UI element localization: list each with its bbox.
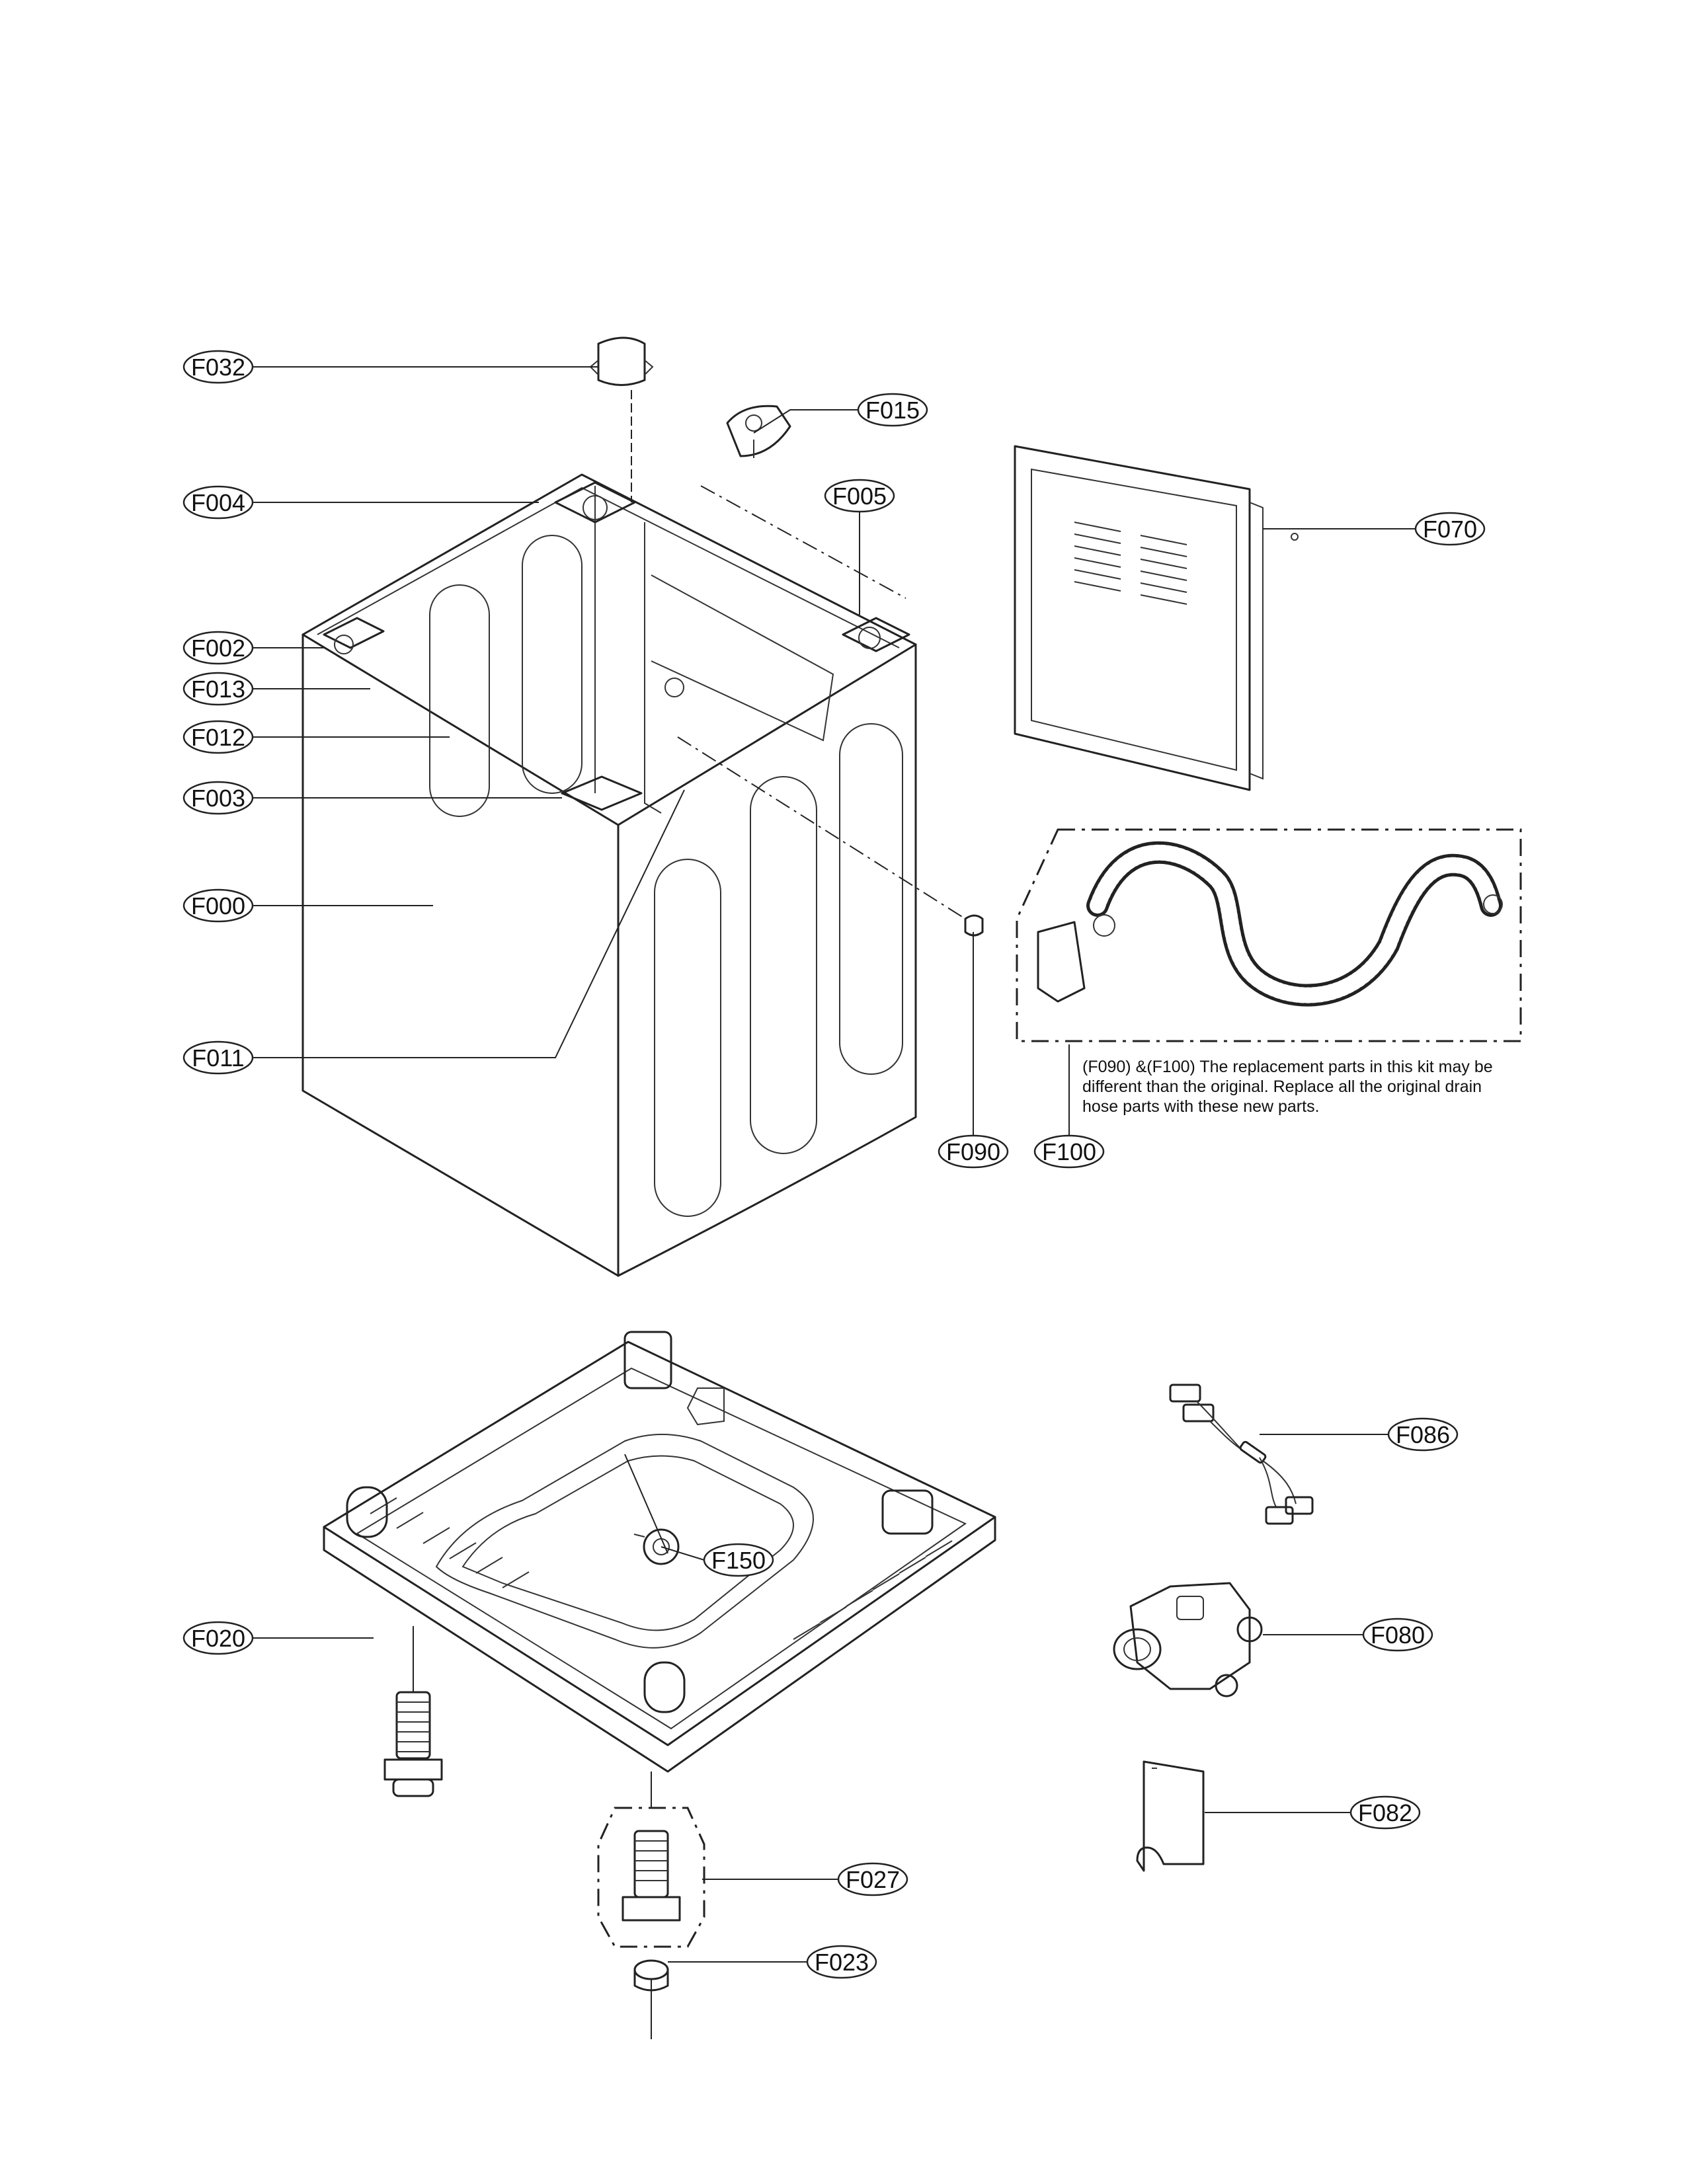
callout-f005: F005 <box>824 479 895 513</box>
rear-panel-part-f070 <box>1014 445 1299 791</box>
callout-label: F011 <box>192 1044 244 1072</box>
callout-label: F012 <box>191 724 245 751</box>
leader-lines <box>251 366 1416 2039</box>
callout-label: F086 <box>1396 1421 1450 1448</box>
base-frame-part-f020 <box>323 1331 996 1773</box>
kit-replacement-note: (F090) &(F100) The replacement parts in … <box>1082 1058 1493 1116</box>
callout-label: F003 <box>191 785 245 812</box>
callout-label: F023 <box>815 1949 869 1976</box>
callout-f003: F003 <box>182 781 254 815</box>
callout-f086: F086 <box>1387 1417 1459 1452</box>
callout-label: F027 <box>846 1866 900 1893</box>
callout-label: F150 <box>711 1547 766 1574</box>
callout-f082: F082 <box>1349 1795 1421 1830</box>
note-line-3: hose parts with these new parts. <box>1082 1097 1320 1116</box>
callout-f070: F070 <box>1414 512 1486 546</box>
callout-f027: F027 <box>837 1862 908 1896</box>
callout-f020: F020 <box>182 1621 254 1655</box>
wire-harness-part-f086 <box>1169 1384 1314 1525</box>
callout-f012: F012 <box>182 720 254 754</box>
drain-hose-kit-f100 <box>1016 828 1522 1042</box>
callout-f100: F100 <box>1033 1134 1105 1169</box>
callout-label: F080 <box>1371 1621 1425 1649</box>
callout-label: F015 <box>865 397 920 424</box>
callout-f023: F023 <box>806 1945 877 1979</box>
leveling-leg-part <box>383 1691 443 1797</box>
callout-f150: F150 <box>703 1543 774 1577</box>
callout-f032: F032 <box>182 350 254 384</box>
cabinet-part <box>301 473 917 1277</box>
callout-f002: F002 <box>182 631 254 665</box>
callout-label: F013 <box>191 676 245 703</box>
callout-label: F070 <box>1423 516 1477 543</box>
clip-part-f032 <box>589 336 654 386</box>
callout-f090: F090 <box>938 1134 1009 1169</box>
note-line-1: (F090) &(F100) The replacement parts in … <box>1082 1058 1493 1076</box>
callout-label: F000 <box>191 892 245 919</box>
note-line-2: different than the original. Replace all… <box>1082 1077 1482 1096</box>
callout-label: F082 <box>1358 1799 1412 1826</box>
callout-f080: F080 <box>1362 1618 1433 1652</box>
callout-f015: F015 <box>857 393 928 427</box>
callout-f004: F004 <box>182 485 254 520</box>
callout-label: F100 <box>1042 1138 1096 1165</box>
callout-f000: F000 <box>182 888 254 923</box>
callout-label: F032 <box>191 354 245 381</box>
coupling-part-f150 <box>633 1528 680 1565</box>
hose-clamp-part-f090 <box>964 914 984 937</box>
callout-label: F020 <box>191 1625 245 1652</box>
callout-f013: F013 <box>182 672 254 706</box>
cover-plate-part-f082 <box>1136 1760 1205 1872</box>
callout-label: F004 <box>191 489 245 516</box>
callout-label: F005 <box>832 483 887 510</box>
drain-pump-part-f080 <box>1113 1582 1263 1697</box>
callout-f011: F011 <box>182 1040 254 1075</box>
leg-kit-part-f027 <box>597 1807 705 1948</box>
callout-label: F002 <box>191 635 245 662</box>
bracket-part-f015 <box>726 405 791 458</box>
callout-label: F090 <box>946 1138 1000 1165</box>
